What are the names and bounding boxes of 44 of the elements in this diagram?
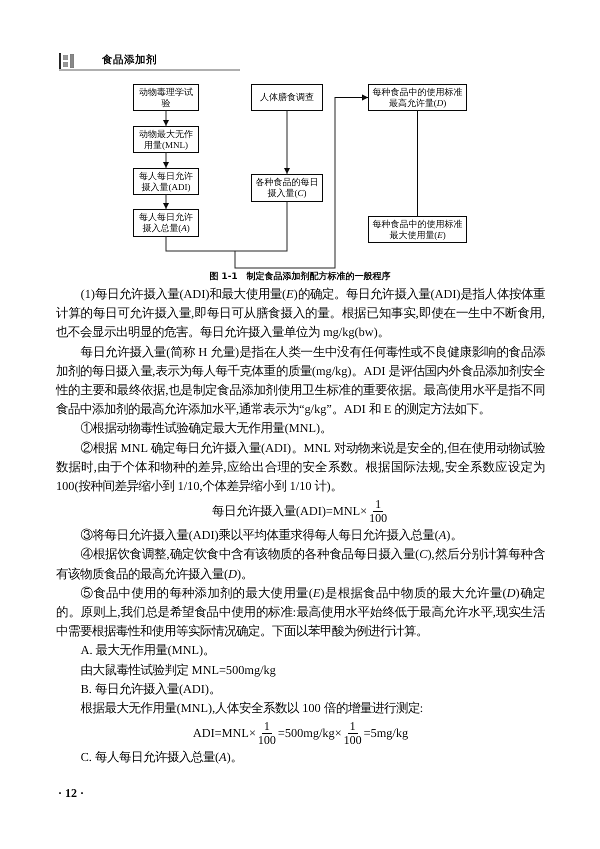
paragraph: 由大鼠毒性试验判定 MNL=500mg/kg bbox=[80, 662, 277, 679]
running-header: 食品添加剂 bbox=[102, 53, 157, 67]
formula-text: =5mg/kg bbox=[364, 724, 408, 742]
fraction-numerator: 1 bbox=[373, 498, 384, 512]
figure-caption: 图 1-1 制定食品添加剂配方标准的一般程序 bbox=[208, 270, 392, 283]
box-text: 每种食品中的使用标准最大使用量(E) bbox=[372, 218, 464, 240]
process-box bbox=[133, 84, 199, 111]
arrow bbox=[163, 110, 169, 126]
box-text: 人体膳食调查 bbox=[260, 92, 314, 103]
box-text: 每人每日允许摄入量(ADI) bbox=[138, 170, 194, 192]
box-text: 各种食品的每日摄入量(C) bbox=[254, 177, 320, 199]
arrow bbox=[284, 110, 290, 174]
arrow bbox=[163, 194, 169, 210]
paragraph: 每日允许摄入量(简称 H 允量)是指在人类一生中没有任何毒性或不良健康影响的食品添加剂的每日摄入量,表示为每人每千克体重的质量(mg/kg)。ADI 是评估国内外食品添加剂安全性的主要和最终依据,也是制定食品添加剂使用卫生标准的重要依据。最高使用水平是指不同食品中添加剂的最高允许添加水平,通常表示为“g/kg”。ADI 和 E 的测定方法如下。 bbox=[56, 344, 545, 418]
paragraph: (1)每日允许摄入量(ADI)和最大使用量(E)的确定。每日允许摄入量(ADI)是指人体按体重计算的每日可允许摄入量,即每日可从膳食摄入的量。根据已知事实,即使在一生中不断食用,也不会显示出明显的危害。每日允许摄入量单位为 mg/kg(bw)。 bbox=[56, 286, 545, 342]
paragraph: 根据最大无作用量(MNL),人体安全系数以 100 倍的增量进行测定: bbox=[80, 700, 424, 718]
fraction-denominator: 100 bbox=[369, 512, 388, 525]
box-text: 动物毒理学试验 bbox=[138, 86, 194, 108]
page-number: · 12 · bbox=[58, 786, 84, 801]
process-box bbox=[251, 84, 323, 111]
box-text: 每种食品中的使用标准最高允许量(D) bbox=[372, 86, 464, 108]
formula-text: ADI=MNL× bbox=[192, 724, 256, 742]
connector-line bbox=[417, 110, 418, 216]
box-text: 动物最大无作用量(MNL) bbox=[138, 128, 194, 150]
arrow bbox=[163, 152, 169, 168]
arrow bbox=[234, 94, 368, 268]
paragraph: ①根据动物毒性试验确定最大无作用量(MNL)。 bbox=[80, 420, 334, 438]
fraction-numerator: 1 bbox=[348, 720, 358, 734]
formula-text: 每日允许摄入量(ADI)=MNL× bbox=[212, 502, 368, 520]
box-text: 每人每日允许摄入总量(A) bbox=[138, 212, 194, 234]
paragraph: ③将每日允许摄入量(ADI)乘以平均体重求得每人每日允许摄入总量(A)。 bbox=[80, 527, 464, 544]
paragraph: A. 最大无作用量(MNL)。 bbox=[80, 642, 216, 660]
paragraph: ②根据 MNL 确定每日允许摄入量(ADI)。MNL 对动物来说是安全的,但在使用动物试验数据时,由于个体和物种的差异,应给出合理的安全系数。根据国际法规,安全系数应设定为 100(按种间差异缩小到 1/10,个体差异缩小到 1/10 计)。 bbox=[56, 440, 545, 496]
process-box bbox=[133, 209, 199, 237]
paragraph: ⑤食品中使用的每种添加剂的最大使用量(E)是根据食品中物质的最大允许量(D)确定的。原则上,我们总是希望食品中使用的标准:最高使用水平始终低于最高允许水平,现实生活中需要根据毒性和使用等实际情况确定。下面以苯甲酸为例进行计算。 bbox=[56, 584, 545, 640]
fraction-numerator: 1 bbox=[262, 720, 272, 734]
process-box bbox=[133, 168, 199, 195]
process-box bbox=[133, 126, 199, 153]
paragraph: C. 每人每日允许摄入总量(A)。 bbox=[80, 749, 244, 766]
fraction-denominator: 100 bbox=[258, 734, 276, 747]
paragraph: ④根据饮食调整,确定饮食中含有该物质的各种食品每日摄入量(C),然后分别计算每种含有该物质食品的最高允许摄入量(D)。 bbox=[56, 546, 545, 583]
formula-text: =500mg/kg× bbox=[278, 724, 342, 742]
fraction-denominator: 100 bbox=[344, 734, 362, 747]
paragraph: B. 每日允许摄入量(ADI)。 bbox=[80, 680, 222, 698]
